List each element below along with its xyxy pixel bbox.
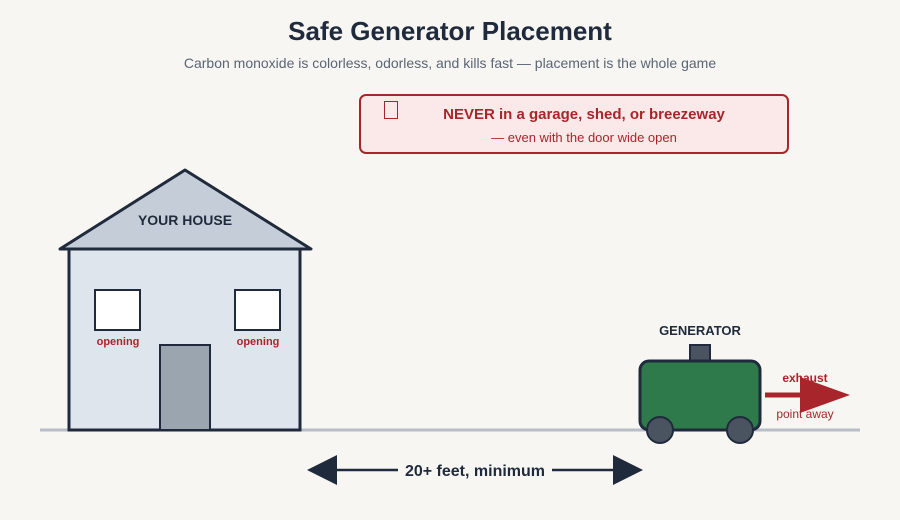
distance-arrow: 20+ feet, minimum	[307, 455, 643, 485]
page-subtitle: Carbon monoxide is colorless, odorless, …	[183, 55, 717, 71]
generator-label: GENERATOR	[659, 323, 741, 338]
exhaust-note: point away	[776, 407, 833, 421]
window-left	[94, 289, 141, 331]
exhaust-label: exhaust	[782, 371, 827, 385]
exhaust-arrow: exhaust point away	[765, 371, 850, 421]
warning-title: NEVER in a garage, shed, or breezeway	[443, 106, 725, 123]
house-door	[159, 344, 211, 431]
generator: GENERATOR	[638, 323, 762, 444]
generator-body	[638, 359, 762, 432]
warning-box: NEVER in a garage, shed, or breezeway — …	[359, 94, 789, 154]
page-title: Safe Generator Placement	[288, 16, 612, 46]
window-right	[234, 289, 281, 331]
house-roof	[58, 168, 313, 251]
window-left-label: opening	[97, 336, 140, 348]
exhaust-arrow-head	[800, 377, 850, 413]
warning-subtitle: — even with the door wide open	[491, 130, 677, 145]
warning-icon	[384, 101, 398, 119]
house: YOUR HOUSE opening opening	[58, 168, 313, 432]
window-right-label: opening	[237, 336, 280, 348]
house-label: YOUR HOUSE	[138, 212, 232, 228]
distance-label: 20+ feet, minimum	[405, 463, 545, 480]
generator-wheel-left	[646, 416, 674, 444]
generator-wheel-right	[726, 416, 754, 444]
